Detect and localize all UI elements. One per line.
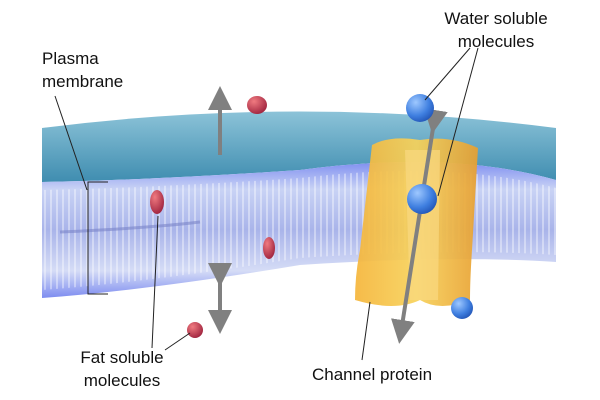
fat-molecule	[187, 322, 203, 338]
plasma-membrane-label: membrane	[42, 72, 123, 91]
fat-soluble-label: molecules	[84, 371, 161, 390]
channel-arrow-icon	[391, 108, 448, 344]
fat-molecule	[263, 237, 275, 259]
channel-protein-label: Channel protein	[312, 365, 432, 384]
water-molecule	[451, 297, 473, 319]
water-molecule	[406, 94, 434, 122]
leader-lines	[54, 47, 479, 361]
bilayer-midline	[59, 220, 201, 234]
water-soluble-label: Water soluble	[444, 9, 547, 28]
water-soluble-label: molecules	[458, 32, 535, 51]
fat-molecule	[150, 190, 164, 214]
fat-molecule	[247, 96, 267, 114]
lipid-tails	[42, 170, 556, 290]
plasma-membrane	[42, 111, 556, 298]
membrane-bracket	[87, 181, 108, 295]
water-molecule	[407, 184, 437, 214]
fat-soluble-label: Fat soluble	[80, 348, 163, 367]
plasma-membrane-label: Plasma	[42, 49, 99, 68]
